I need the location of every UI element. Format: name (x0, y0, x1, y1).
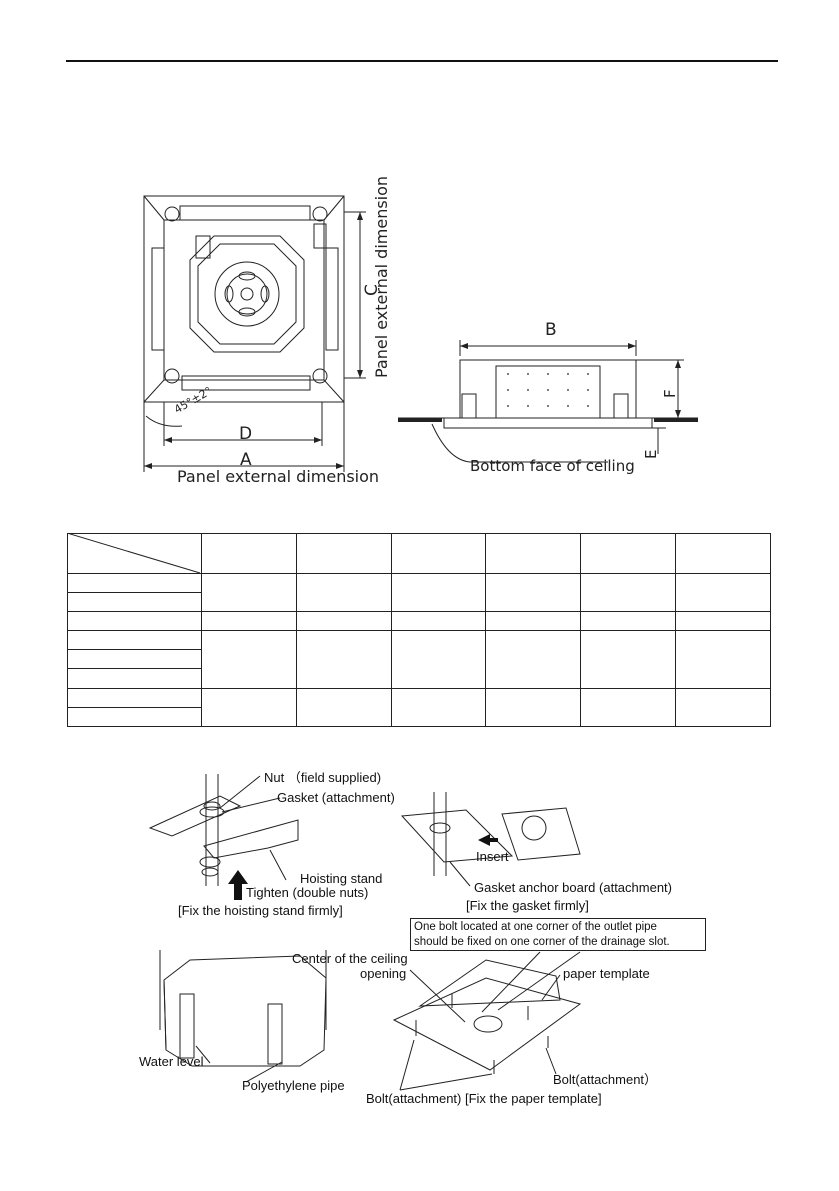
insert-label: Insert (476, 849, 509, 864)
gasket-anchor-label: Gasket anchor board (attachment) (474, 880, 672, 895)
table-cell (201, 688, 297, 727)
table-cell (295, 688, 392, 727)
unit-top-view-diagram (143, 195, 366, 472)
table-cell (580, 573, 677, 612)
hoisting-stand-label: Hoisting stand (300, 871, 383, 886)
water-level-diagram (159, 950, 327, 1067)
paper-template-label: paper template (563, 966, 650, 981)
bolt-attachment-label: Bolt(attachment） (553, 1072, 658, 1087)
table-header-cell (485, 533, 582, 574)
table-header-cell (390, 533, 487, 574)
bolt-note-line1: One bolt located at one corner of the ou… (414, 921, 657, 933)
fix-gasket-caption: [Fix the gasket firmly] (466, 898, 589, 913)
dimension-label-b: B (545, 320, 557, 340)
water-level-label: Water level (139, 1054, 204, 1069)
dimension-table (67, 533, 771, 727)
table-cell (295, 573, 392, 612)
unit-side-view-diagram (398, 340, 698, 463)
table-cell (580, 688, 677, 727)
panel-dimension-bottom-label: Panel external dimension (177, 467, 380, 486)
table-header-cell (675, 533, 771, 574)
gasket-label: Gasket (attachment) (277, 790, 395, 805)
bolt-note-box: One bolt located at one corner of the ou… (410, 918, 706, 951)
hoisting-stand-diagram (148, 774, 299, 900)
table-header-cell (201, 533, 297, 574)
ceiling-bottom-label: Bottom face of ceiling (470, 457, 635, 475)
fix-hoisting-caption: [Fix the hoisting stand firmly] (178, 903, 343, 918)
table-cell (390, 630, 487, 689)
table-header-corner (67, 533, 202, 574)
ceiling-center-label: Center of the ceiling (292, 951, 408, 966)
table-cell (675, 688, 771, 727)
polyethylene-pipe-label: Polyethylene pipe (242, 1078, 345, 1093)
dimension-label-a: A (240, 450, 252, 470)
gasket-anchor-diagram (400, 792, 581, 876)
table-header-cell (295, 533, 392, 574)
table-cell (390, 688, 487, 727)
header-rule (66, 60, 778, 62)
nut-label: Nut （field supplied) (264, 770, 382, 785)
bolt-template-caption: Bolt(attachment) [Fix the paper template… (366, 1091, 602, 1106)
table-cell (485, 630, 582, 689)
paper-template-diagram (392, 959, 582, 1074)
dimension-label-d: D (239, 424, 253, 444)
table-cell (485, 688, 582, 727)
ceiling-opening-label: opening (360, 966, 407, 981)
bolt-note-line2: should be fixed on one corner of the dra… (414, 936, 670, 948)
tighten-label: Tighten (double nuts) (246, 885, 369, 900)
table-row-label (67, 707, 202, 727)
